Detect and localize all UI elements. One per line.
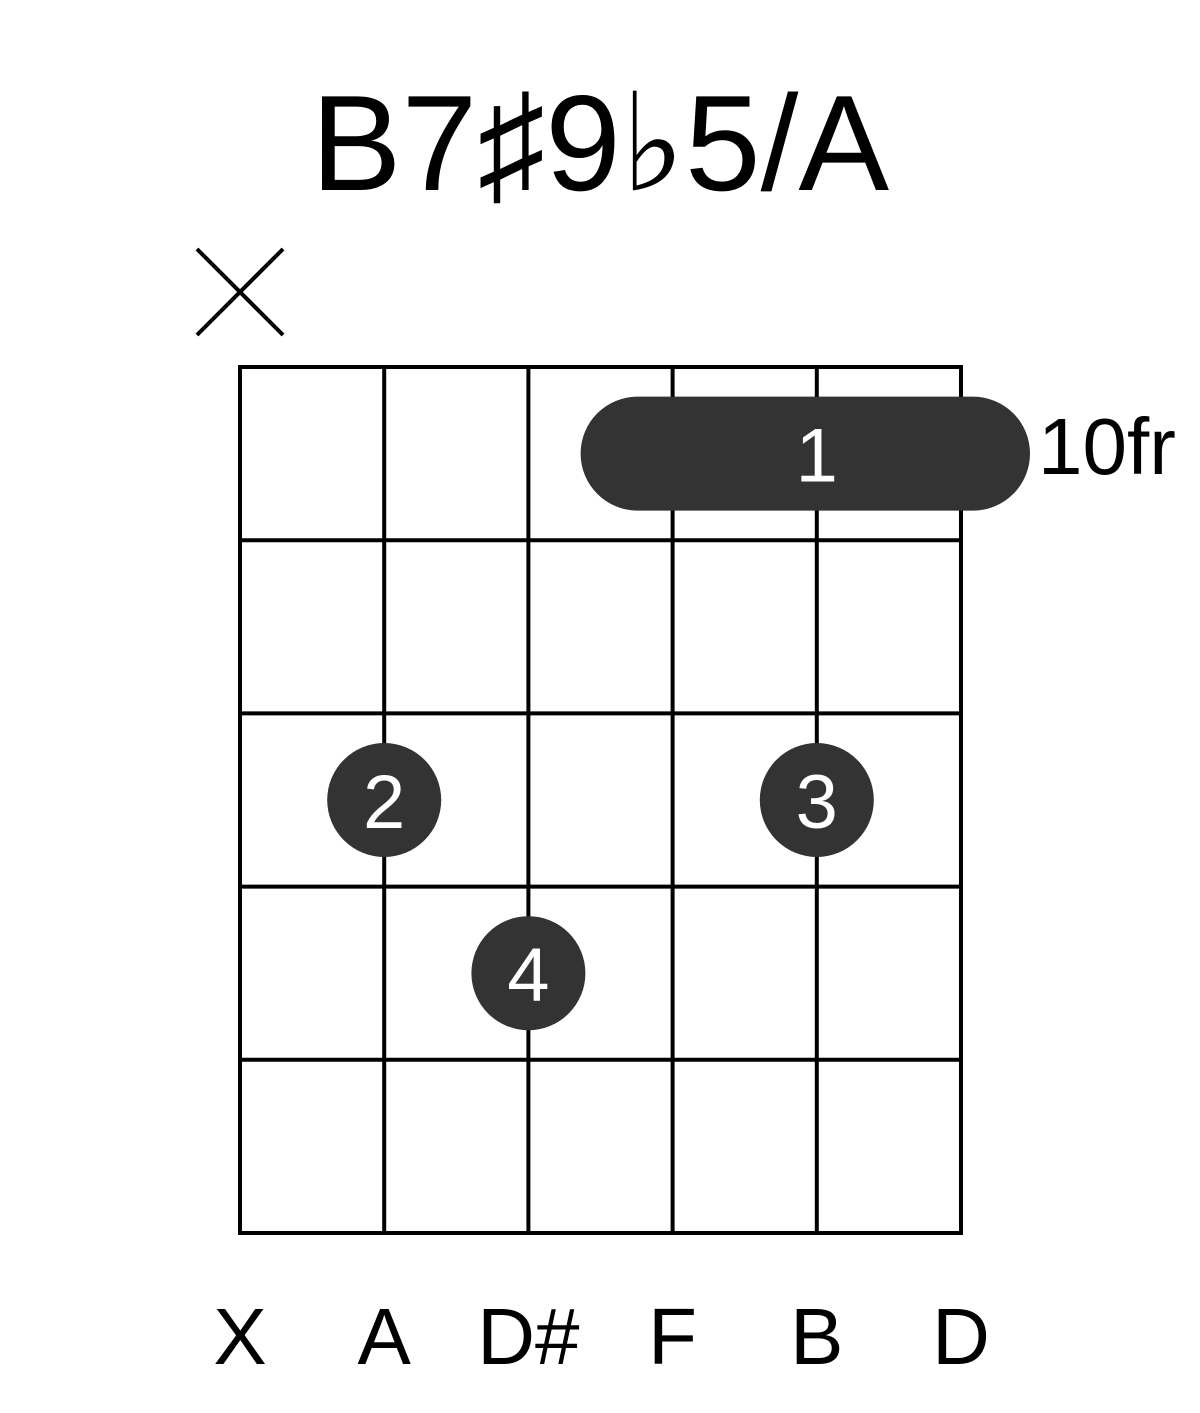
finger-number: 3 bbox=[796, 760, 838, 845]
barre-finger-number: 1 bbox=[796, 414, 838, 499]
fretboard-grid bbox=[238, 365, 963, 1235]
start-fret-label: 10fr bbox=[1038, 402, 1176, 491]
muted-string-x-icon bbox=[195, 247, 285, 337]
finger-dot bbox=[327, 743, 442, 857]
finger-dots: 2 3 4 bbox=[327, 743, 874, 1031]
mute-markers bbox=[195, 247, 285, 337]
string-note-label: A bbox=[358, 1292, 412, 1381]
string-note-label: X bbox=[213, 1292, 266, 1381]
finger-dot bbox=[759, 743, 874, 857]
finger-number: 2 bbox=[363, 760, 405, 845]
string-note-label: F bbox=[648, 1292, 697, 1381]
barre-bar bbox=[580, 396, 1030, 511]
string-note-label: D bbox=[932, 1292, 990, 1381]
barre-group: 1 bbox=[580, 396, 1030, 511]
string-note-label: D# bbox=[477, 1292, 580, 1381]
fretboard-border bbox=[238, 365, 963, 1235]
string-note-label: B bbox=[790, 1292, 843, 1381]
finger-dot bbox=[471, 916, 586, 1031]
chord-title: B7♯9♭5/A bbox=[311, 67, 890, 219]
finger-number: 4 bbox=[507, 933, 549, 1018]
